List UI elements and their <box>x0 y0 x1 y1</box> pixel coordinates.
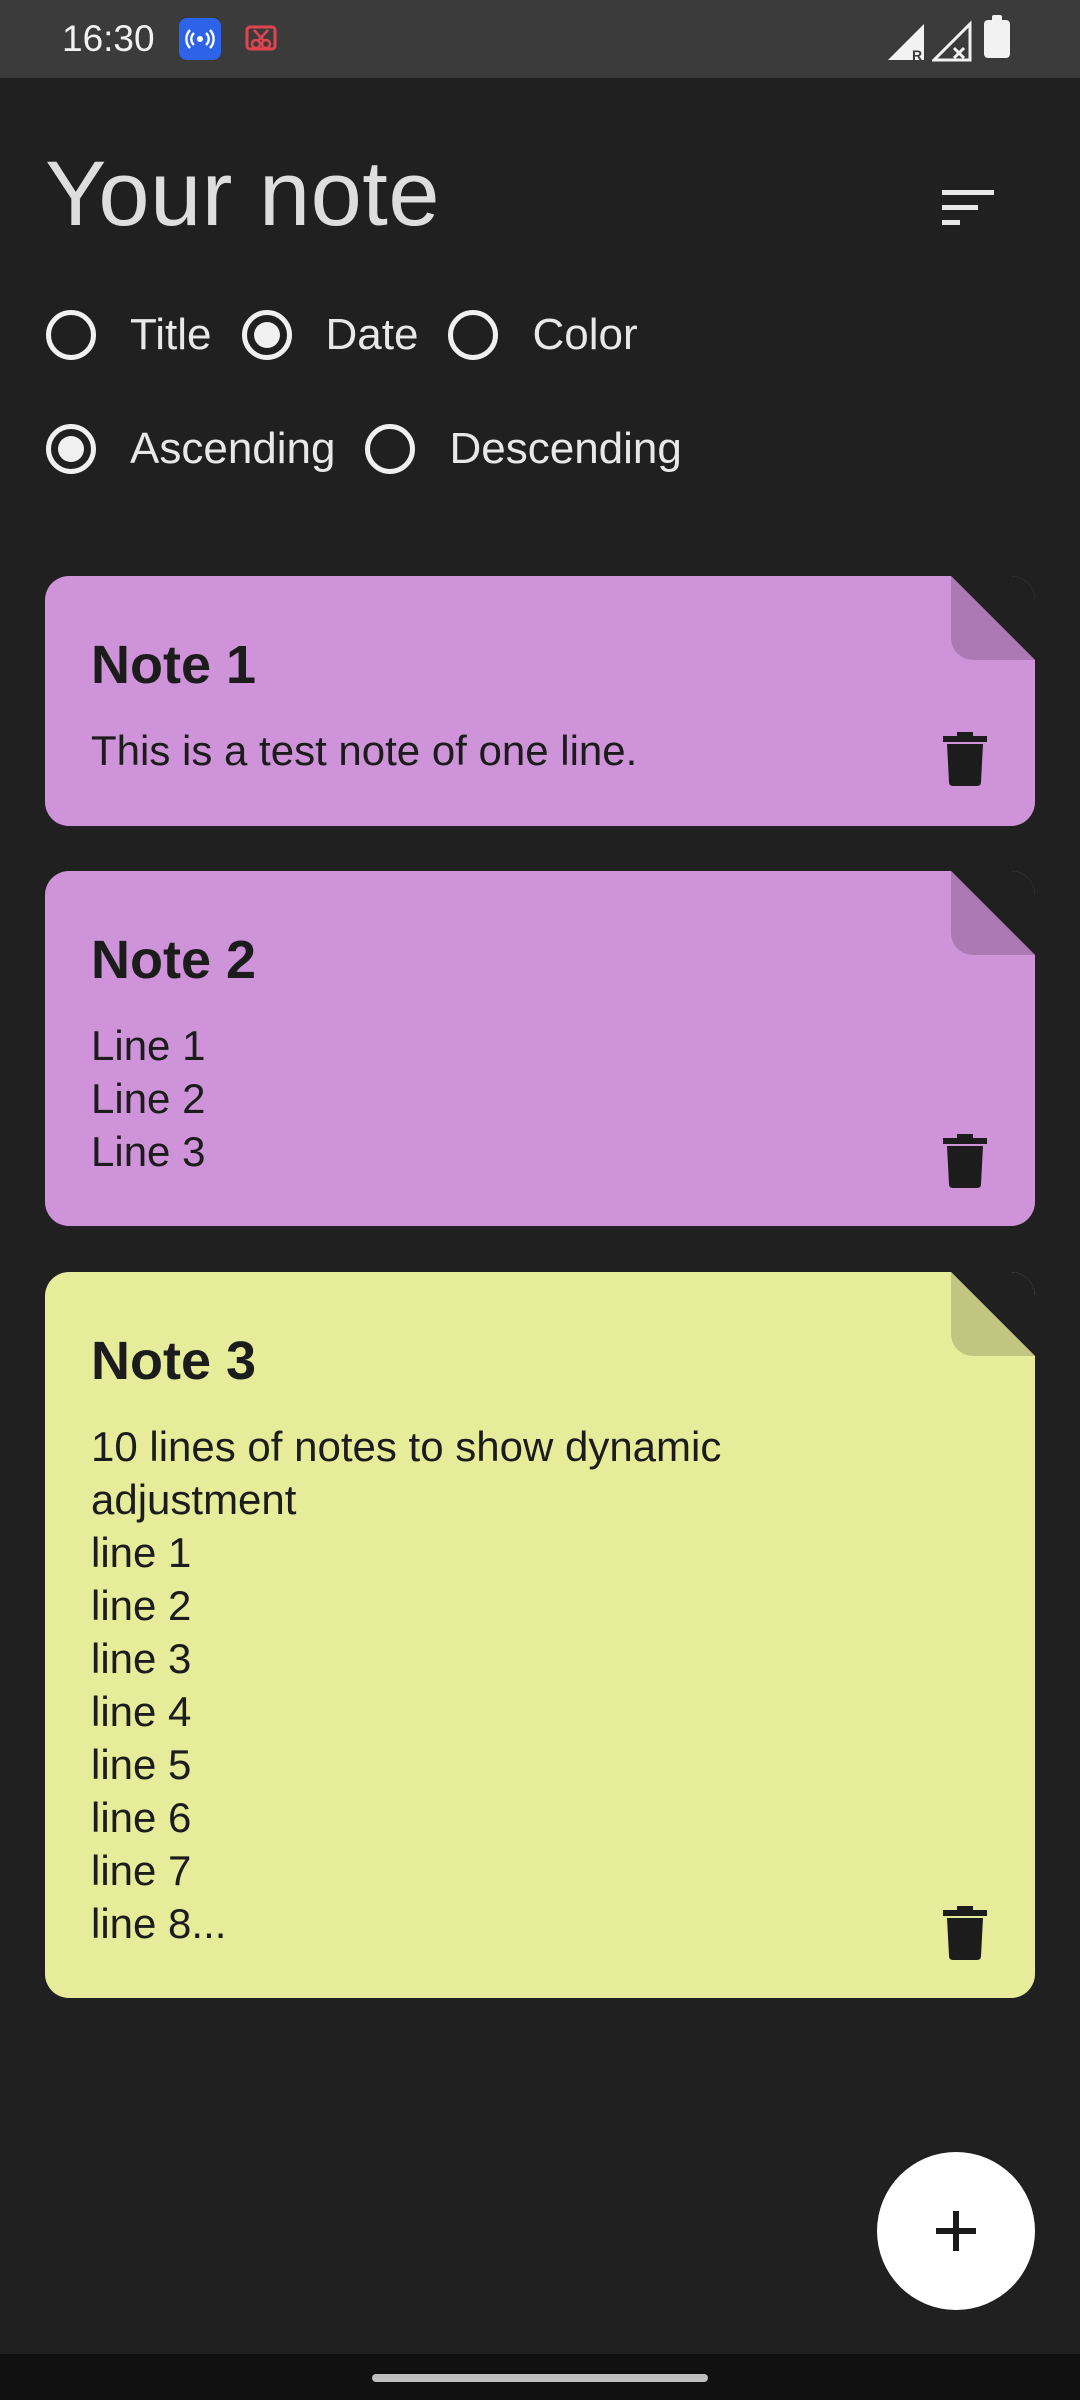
home-handle[interactable] <box>372 2374 708 2382</box>
radio-label: Color <box>532 310 638 359</box>
radio-button[interactable] <box>448 310 499 360</box>
note-title: Note 1 <box>91 635 257 695</box>
radio-label: Descending <box>449 424 682 473</box>
radio-ascending[interactable]: Ascending <box>46 424 335 474</box>
delete-icon[interactable] <box>943 732 987 786</box>
note-title: Note 2 <box>91 930 257 990</box>
status-bar: 16:30 R <box>0 0 1080 78</box>
note-card[interactable]: Note 1 This is a test note of one line. <box>45 576 1035 826</box>
note-card[interactable]: Note 2 Line 1 Line 2 Line 3 <box>45 871 1035 1226</box>
radio-button[interactable] <box>241 310 292 360</box>
sort-by-group: Title Date Color <box>46 310 668 360</box>
delete-icon[interactable] <box>943 1906 987 1960</box>
radio-title[interactable]: Title <box>46 310 212 360</box>
radio-label: Date <box>325 310 419 359</box>
note-content: Line 1 Line 2 Line 3 <box>91 1022 206 1175</box>
radio-button[interactable] <box>365 424 416 474</box>
order-group: Ascending Descending <box>46 424 712 474</box>
note-content: 10 lines of notes to show dynamic adjust… <box>91 1423 722 1947</box>
radio-descending[interactable]: Descending <box>365 424 682 474</box>
radio-label: Ascending <box>130 424 336 473</box>
screen-cut-icon <box>240 18 282 60</box>
hotspot-icon <box>179 18 221 60</box>
sort-icon <box>942 190 994 225</box>
battery-icon <box>984 15 1010 58</box>
add-note-button[interactable] <box>877 2152 1035 2310</box>
radio-button[interactable] <box>46 424 96 474</box>
radio-button[interactable] <box>46 310 96 360</box>
signal-x-icon <box>932 20 972 62</box>
sort-button[interactable] <box>920 160 1016 256</box>
svg-text:R: R <box>912 47 922 62</box>
note-title: Note 3 <box>91 1331 257 1391</box>
note-content: This is a test note of one line. <box>91 727 638 774</box>
status-time: 16:30 <box>62 18 155 59</box>
page-title: Your note <box>45 143 441 245</box>
radio-color[interactable]: Color <box>448 310 638 360</box>
delete-icon[interactable] <box>943 1134 987 1188</box>
plus-icon <box>936 2211 976 2251</box>
navigation-bar <box>0 2354 1080 2400</box>
radio-date[interactable]: Date <box>241 310 419 360</box>
signal-r-icon: R <box>888 24 924 62</box>
note-card[interactable]: Note 3 10 lines of notes to show dynamic… <box>45 1272 1035 1998</box>
radio-label: Title <box>130 310 212 359</box>
